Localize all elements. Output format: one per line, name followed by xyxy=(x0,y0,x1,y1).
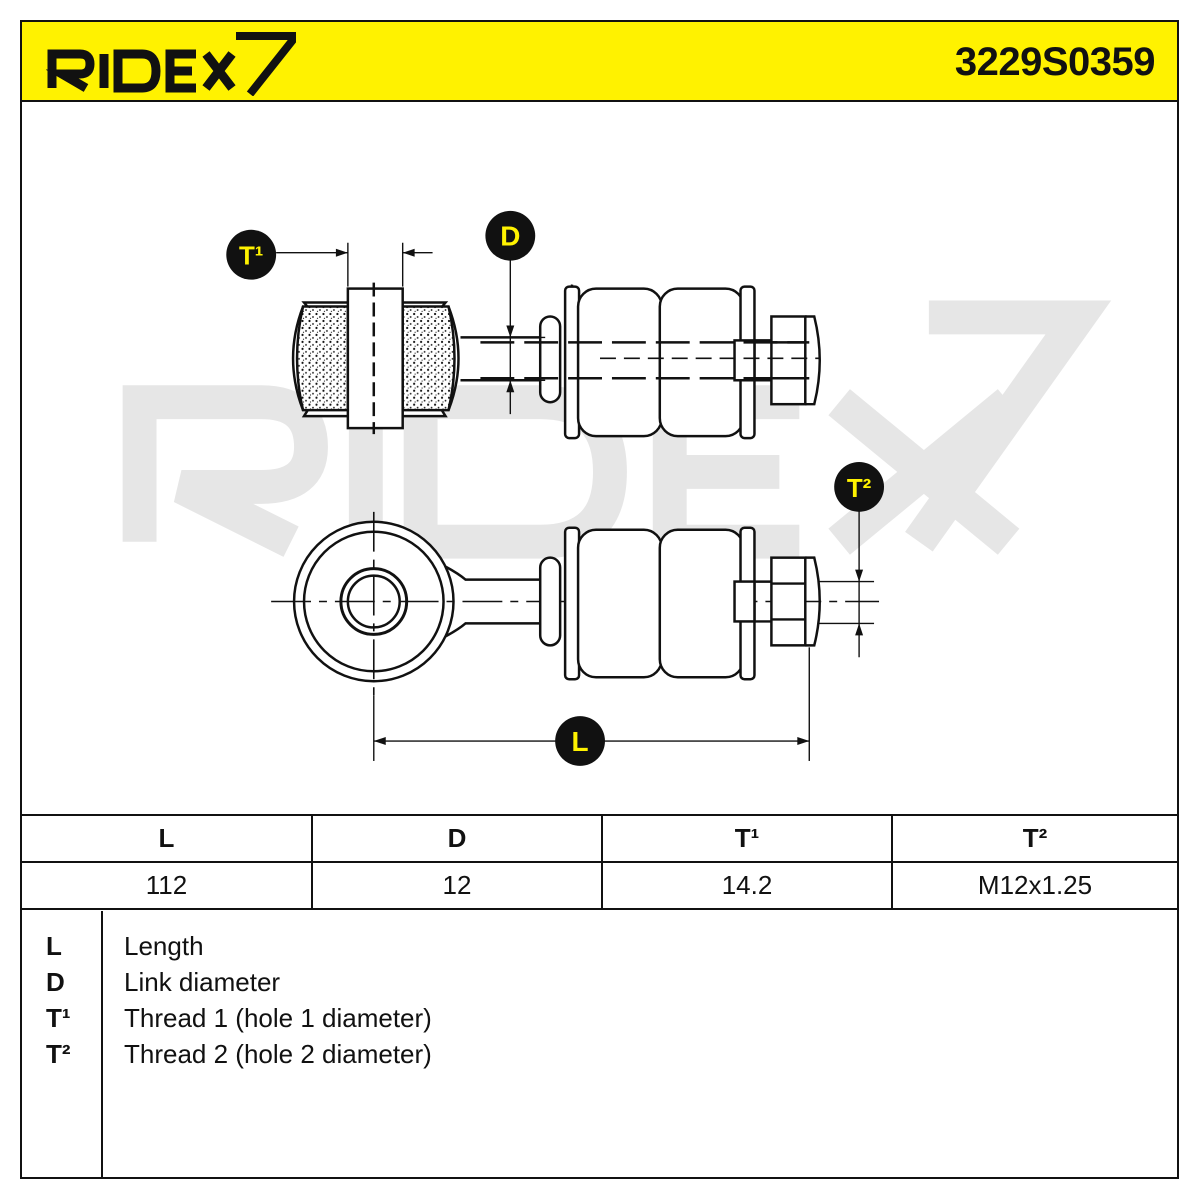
ridex-logo xyxy=(46,32,296,96)
part-number: 3229S0359 xyxy=(954,40,1156,84)
svg-text:T²: T² xyxy=(847,475,872,503)
legend-key: D xyxy=(46,967,65,997)
technical-drawing: T¹ D T² L xyxy=(122,210,1112,766)
svg-text:L: L xyxy=(572,726,589,757)
header-t1: T¹ xyxy=(602,815,893,863)
value-t2: M12x1.25 xyxy=(892,862,1177,910)
spec-value-row: 112 12 14.2 M12x1.25 xyxy=(22,862,1177,910)
legend-text: Length xyxy=(124,931,204,961)
legend-item: D Link diameter xyxy=(22,967,1177,1003)
value-d: 12 xyxy=(312,862,603,910)
legend-divider xyxy=(101,911,103,1179)
legend-text: Thread 2 (hole 2 diameter) xyxy=(124,1039,432,1069)
legend-text: Thread 1 (hole 1 diameter) xyxy=(124,1003,432,1033)
legend-key: T¹ xyxy=(46,1003,71,1033)
legend-item: T¹ Thread 1 (hole 1 diameter) xyxy=(22,1003,1177,1039)
spec-table: L D T¹ T² 112 12 14.2 M12x1.25 xyxy=(22,814,1177,910)
legend-key: L xyxy=(46,931,62,961)
badge-t1: T¹ xyxy=(226,229,277,280)
svg-text:D: D xyxy=(500,221,520,252)
legend-text: Link diameter xyxy=(124,967,281,997)
product-sheet: 3229S0359 xyxy=(20,20,1179,1179)
legend-key: T² xyxy=(46,1039,71,1069)
header-l: L xyxy=(22,815,313,863)
legend-item: L Length xyxy=(22,931,1177,967)
value-t1: 14.2 xyxy=(602,862,893,910)
header-t2: T² xyxy=(892,815,1177,863)
spec-header-row: L D T¹ T² xyxy=(22,815,1177,863)
svg-text:T¹: T¹ xyxy=(239,243,263,271)
legend-item: T² Thread 2 (hole 2 diameter) xyxy=(22,1039,1177,1075)
header-bar: 3229S0359 xyxy=(22,22,1177,102)
badge-t2: T² xyxy=(834,461,885,512)
value-l: 112 xyxy=(22,862,313,910)
badge-d: D xyxy=(485,210,536,261)
legend: L Length D Link diameter T¹ Thread 1 (ho… xyxy=(22,911,1177,1179)
header-d: D xyxy=(312,815,603,863)
badge-l: L xyxy=(555,716,605,766)
